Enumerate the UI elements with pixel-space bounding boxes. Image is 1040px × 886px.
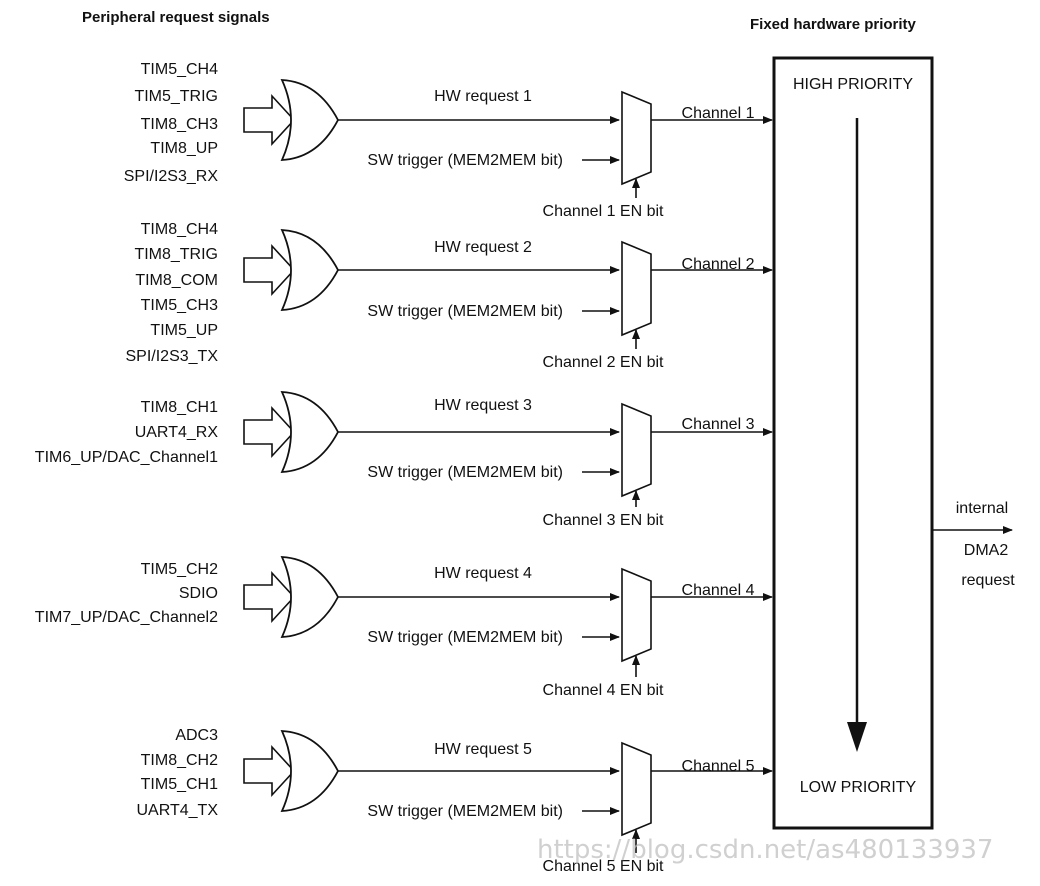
en-bit-label: Channel 1 EN bit [543, 203, 665, 220]
signal-label: ADC3 [175, 727, 218, 744]
channel-mux [621, 90, 652, 186]
hw-request-label: HW request 1 [434, 88, 532, 105]
signal-bundle-arrow [243, 405, 296, 459]
or-gate [280, 556, 340, 638]
channel-label: Channel 2 [682, 256, 755, 273]
signal-bundle-arrow [243, 744, 296, 798]
hw-request-label: HW request 5 [434, 741, 532, 758]
signal-label: TIM8_UP [150, 140, 218, 157]
signal-label: TIM8_CH1 [141, 399, 218, 416]
channel-mux [621, 240, 652, 337]
sw-trigger-label: SW trigger (MEM2MEM bit) [367, 629, 563, 646]
signal-label: TIM6_UP/DAC_Channel1 [35, 449, 218, 466]
signal-label: TIM5_CH2 [141, 561, 218, 578]
signal-label: TIM5_CH1 [141, 776, 218, 793]
channel-label: Channel 1 [682, 105, 755, 122]
signal-bundle-arrow [243, 570, 296, 624]
output-label-internal: internal [956, 500, 1008, 517]
sw-trigger-label: SW trigger (MEM2MEM bit) [367, 303, 563, 320]
en-bit-label: Channel 5 EN bit [543, 858, 665, 875]
or-gate [280, 79, 340, 161]
sw-trigger-label: SW trigger (MEM2MEM bit) [367, 464, 563, 481]
watermark-text: https://blog.csdn.net/as480133937 [537, 835, 993, 865]
signal-label: TIM5_TRIG [134, 88, 218, 105]
hw-request-label: HW request 4 [434, 565, 532, 582]
priority-arbiter-box [772, 56, 934, 830]
channel-mux [621, 567, 652, 663]
channel-label: Channel 4 [682, 582, 755, 599]
or-gate [280, 730, 340, 812]
output-label-dma2: DMA2 [964, 542, 1009, 559]
signal-label: TIM8_CH2 [141, 752, 218, 769]
output-label-request: request [961, 572, 1015, 589]
en-bit-label: Channel 2 EN bit [543, 354, 665, 371]
priority-direction-arrowhead [847, 722, 867, 752]
signal-label: SDIO [179, 585, 218, 602]
peripheral-signals-heading: Peripheral request signals [82, 9, 270, 26]
hw-request-label: HW request 3 [434, 397, 532, 414]
channel-label: Channel 5 [682, 758, 755, 775]
signal-bundle-arrow [243, 243, 296, 297]
signal-label: TIM7_UP/DAC_Channel2 [35, 609, 218, 626]
signal-label: TIM8_CH3 [141, 116, 218, 133]
signal-label: TIM8_TRIG [134, 246, 218, 263]
fixed-priority-heading: Fixed hardware priority [750, 16, 917, 33]
signal-label: UART4_RX [135, 424, 219, 441]
en-bit-label: Channel 4 EN bit [543, 682, 665, 699]
signal-label: TIM5_CH3 [141, 297, 218, 314]
signal-label: SPI/I2S3_RX [124, 168, 219, 185]
or-gate [280, 391, 340, 473]
signal-label: TIM8_COM [135, 272, 218, 289]
sw-trigger-label: SW trigger (MEM2MEM bit) [367, 152, 563, 169]
signal-label: TIM8_CH4 [141, 221, 218, 238]
en-bit-label: Channel 3 EN bit [543, 512, 665, 529]
channel-label: Channel 3 [682, 416, 755, 433]
hw-request-label: HW request 2 [434, 239, 532, 256]
sw-trigger-label: SW trigger (MEM2MEM bit) [367, 803, 563, 820]
channel-mux [621, 741, 652, 837]
signal-label: TIM5_CH4 [141, 61, 218, 78]
channel-mux [621, 402, 652, 498]
signal-bundle-arrow [243, 93, 296, 147]
or-gate [280, 229, 340, 311]
signal-label: SPI/I2S3_TX [126, 348, 219, 365]
signal-label: UART4_TX [136, 802, 218, 819]
low-priority-label: LOW PRIORITY [800, 779, 917, 796]
signal-label: TIM5_UP [150, 322, 218, 339]
high-priority-label: HIGH PRIORITY [793, 76, 913, 93]
